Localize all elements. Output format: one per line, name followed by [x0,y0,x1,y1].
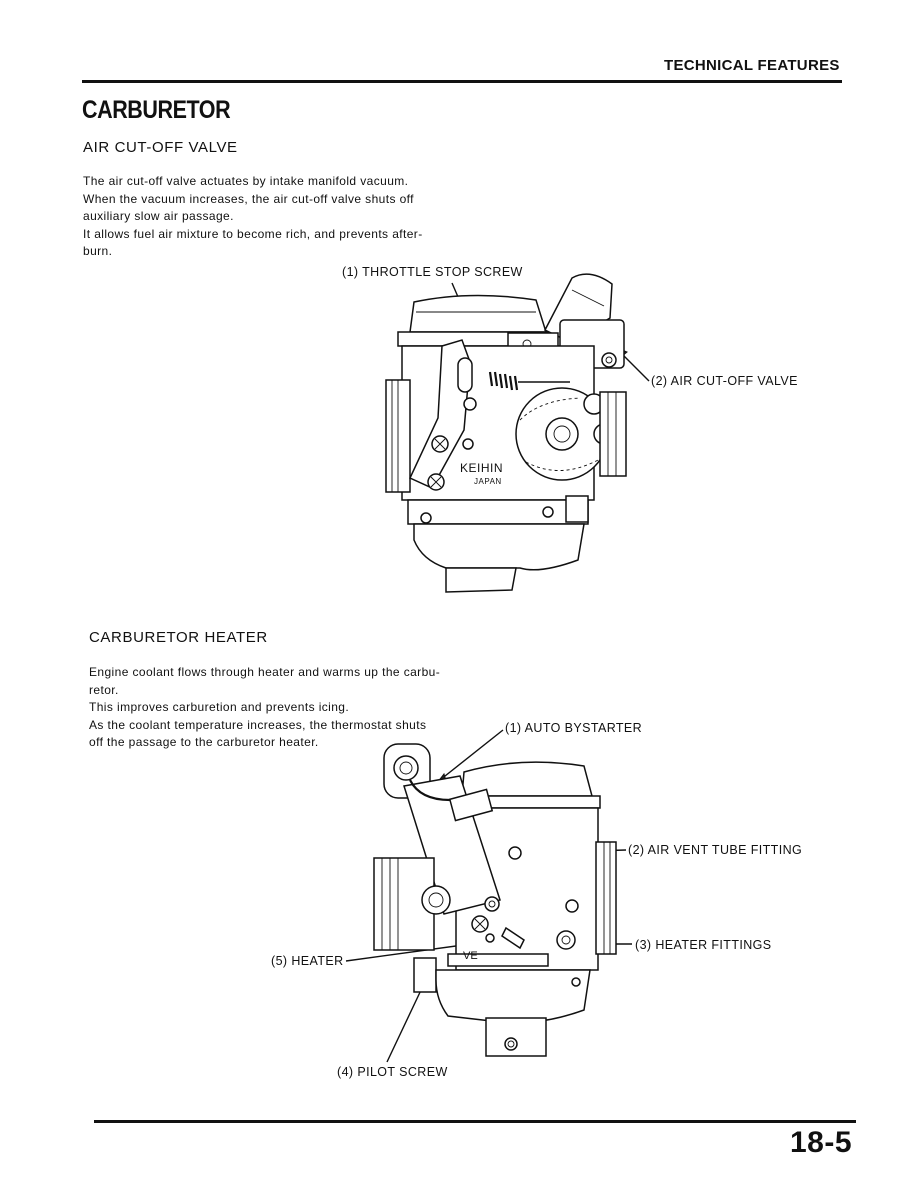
header-rule [82,80,842,83]
paragraph-line: The air cut-off valve actuates by intake… [83,174,409,188]
float-bowl [435,969,591,1024]
outlet-throat [595,841,617,955]
pilot-screw-block [413,957,437,993]
paragraph-line: off the passage to the carburetor heater… [89,735,319,749]
callout-heater-fittings: (3) HEATER FITTINGS [635,938,772,952]
heater-title: CARBURETOR HEATER [89,629,268,646]
carburetor-body [455,807,599,971]
maker-brand: KEIHIN [460,461,504,475]
callout-air-cutoff-valve: (2) AIR CUT-OFF VALVE [651,374,798,388]
top-cover [461,761,593,797]
section-title: CARBURETOR [82,96,231,124]
paragraph-line: This improves carburetion and prevents i… [89,700,350,714]
leader-air-cutoff-valve [619,351,650,382]
top-cover [409,294,548,333]
heater-band [447,953,549,967]
float-bowl [413,523,585,571]
air-cutoff-title: AIR CUT-OFF VALVE [83,139,238,156]
outlet-throat [599,391,627,477]
body-mark: VE [463,950,478,962]
leader-pilot-screw [386,987,423,1063]
callout-throttle-stop-screw: (1) THROTTLE STOP SCREW [342,265,523,279]
heater-fitting [556,930,576,950]
paragraph-line: Engine coolant flows through heater and … [89,665,441,679]
running-header: TECHNICAL FEATURES [664,57,840,74]
bowl-flange [407,499,589,525]
bypass-fitting [421,885,451,915]
maker-origin: JAPAN [474,477,502,486]
page-number: 18-5 [790,1126,853,1159]
throttle-lever [409,339,471,489]
callout-air-vent-tube-fitting: (2) AIR VENT TUBE FITTING [628,843,803,857]
callout-pilot-screw: (4) PILOT SCREW [337,1065,448,1079]
throttle-stop-spring [488,371,519,391]
paragraph-line: As the coolant temperature increases, th… [89,717,427,732]
drain-block [485,1017,547,1057]
callout-heater: (5) HEATER [271,954,344,968]
drain-block [445,567,517,593]
air-vent-fitting [508,846,522,860]
heater-fitting [501,926,525,950]
footer-rule [94,1120,856,1123]
paragraph-line: auxiliary slow air passage. [83,209,234,223]
paragraph-line: burn. [83,244,113,258]
air-cutoff-paragraph: The air cut-off valve actuates by intake… [83,173,483,261]
valve-screw [601,352,617,368]
paragraph-line: retor. [89,682,119,697]
paragraph-line: When the vacuum increases, the air cut-o… [83,191,414,206]
leader-auto-bystarter [439,729,504,781]
paragraph-line: It allows fuel air mixture to become ric… [83,226,423,241]
heater-paragraph: Engine coolant flows through heater and … [89,664,479,752]
callout-auto-bystarter: (1) AUTO BYSTARTER [505,721,643,735]
